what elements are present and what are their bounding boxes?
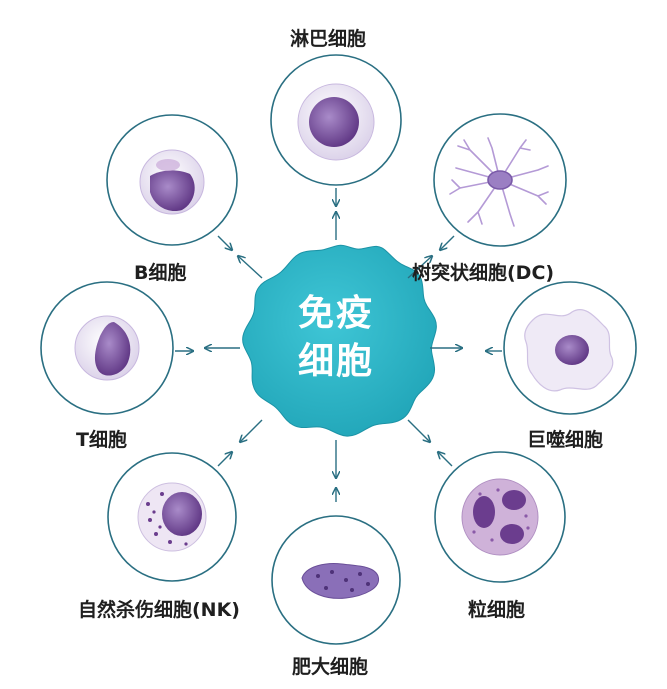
label-dendritic: 树突状细胞(DC) [412,262,555,284]
mast-cell-icon [301,563,380,599]
arrow-ne-in [440,235,455,250]
arrow-nw-out [238,256,263,279]
lymphocyte-cell-icon [297,83,375,161]
label-t: T细胞 [76,429,127,451]
label-macrophage: 巨噬细胞 [527,429,604,451]
granulocyte-cell-icon [461,478,539,556]
arrow-sw-in [217,452,232,467]
arrow-nw-in [217,235,232,250]
center-title: 免疫 细胞 [253,290,419,386]
center-title-line1: 免疫 [297,293,374,334]
label-nk: 自然杀伤细胞(NK) [78,599,240,621]
b-cell-icon [139,149,205,215]
center-title-line2: 细胞 [297,341,374,382]
label-lymphocyte: 淋巴细胞 [290,28,367,50]
label-mast: 肥大细胞 [292,656,369,678]
nk-cell-icon [137,482,207,552]
arrows [205,212,462,478]
arrow-se-out [407,419,430,442]
center-blob [242,244,437,437]
arrow-sw-out [240,419,263,442]
t-cell-icon [74,315,140,381]
dendritic-cell-icon [449,137,549,227]
label-b: B细胞 [134,262,187,284]
label-granulocyte: 粒细胞 [468,599,526,621]
arrow-ne-out [407,256,432,279]
macrophage-cell-icon [524,309,614,392]
arrow-se-in [438,452,453,467]
